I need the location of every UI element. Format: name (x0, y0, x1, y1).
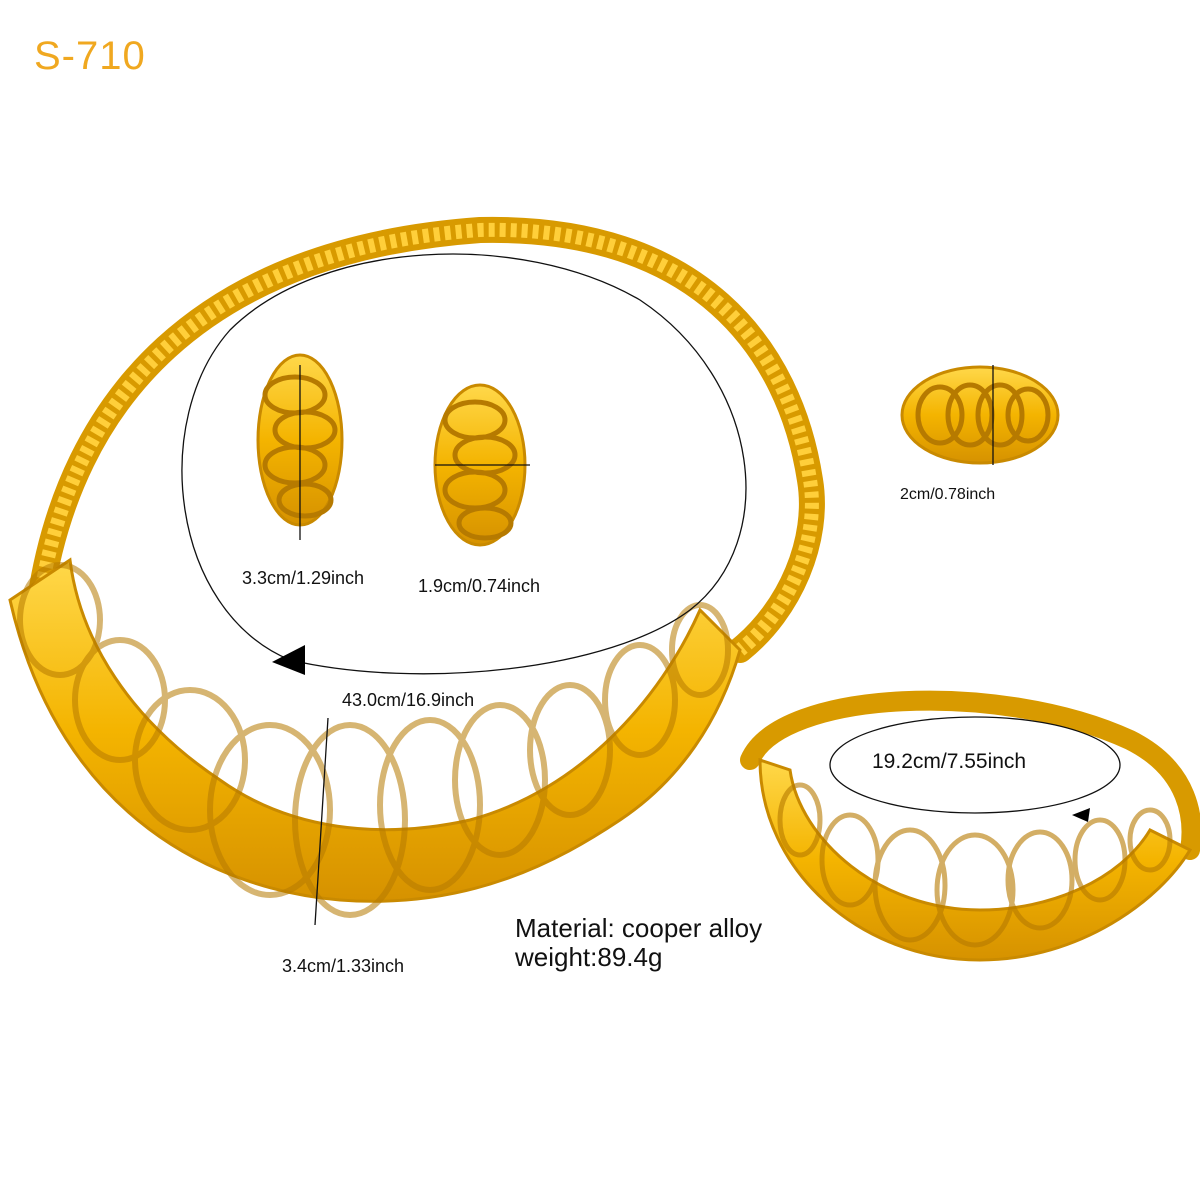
earring-height-label: 3.3cm/1.29inch (242, 568, 365, 588)
necklace-width-label: 3.4cm/1.33inch (282, 956, 405, 976)
ring-height-label: 2cm/0.78inch (900, 486, 996, 503)
necklace-length-label: 43.0cm/16.9inch (342, 690, 475, 710)
earring-width-label: 1.9cm/0.74inch (418, 576, 541, 596)
necklace (8, 216, 825, 918)
necklace-front (8, 557, 742, 903)
bracelet-length-guide (829, 716, 1121, 814)
earring-left (256, 353, 344, 527)
product-code: S-710 (34, 34, 146, 78)
bracelet-length-label: 19.2cm/7.55inch (872, 750, 1027, 773)
bracelet (740, 690, 1200, 962)
necklace-length-guide (181, 253, 747, 675)
material-label: Material: cooper alloy (515, 913, 763, 943)
weight-label: weight:89.4g (515, 942, 663, 972)
arrow-head (272, 645, 305, 675)
ring (900, 365, 1060, 465)
